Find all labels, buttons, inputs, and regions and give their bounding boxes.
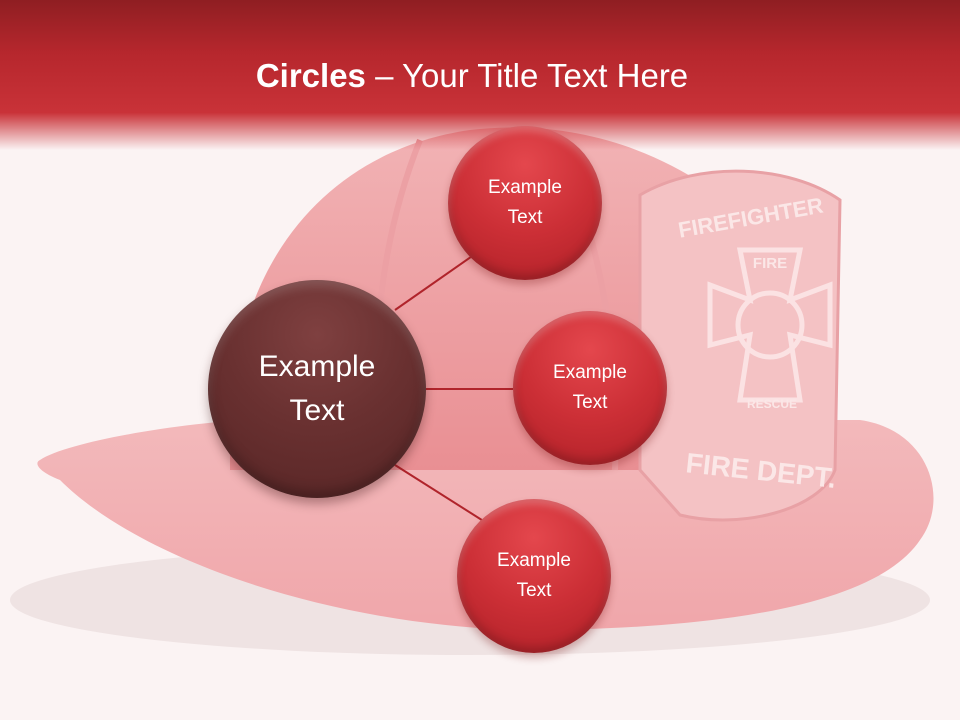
node-circle-3[interactable]: Example Text — [457, 499, 611, 653]
node-circle-3-text: Example Text — [497, 550, 571, 601]
node-circle-2-text: Example Text — [553, 362, 627, 413]
badge-fire-text: FIRE — [753, 255, 787, 272]
center-circle[interactable]: Example Text — [208, 280, 426, 498]
connector-line-3 — [394, 464, 486, 523]
connector-line-1 — [394, 251, 479, 311]
slide-title: Circles – Your Title Text Here — [0, 52, 944, 100]
badge-rescue-text: RESCUE — [747, 397, 797, 411]
helmet-badge-shield — [638, 169, 842, 522]
slide-title-bold: Circles — [255, 57, 366, 94]
slide-title-rest: – Your Title Text Here — [365, 57, 689, 94]
badge-cross-emblem — [707, 247, 833, 403]
node-circle-1-text: Example Text — [488, 177, 562, 228]
title-band — [0, 0, 960, 150]
node-circle-1[interactable]: Example Text — [448, 126, 602, 280]
node-circle-2[interactable]: Example Text — [513, 311, 667, 465]
center-circle-text: Example Text — [258, 350, 376, 427]
